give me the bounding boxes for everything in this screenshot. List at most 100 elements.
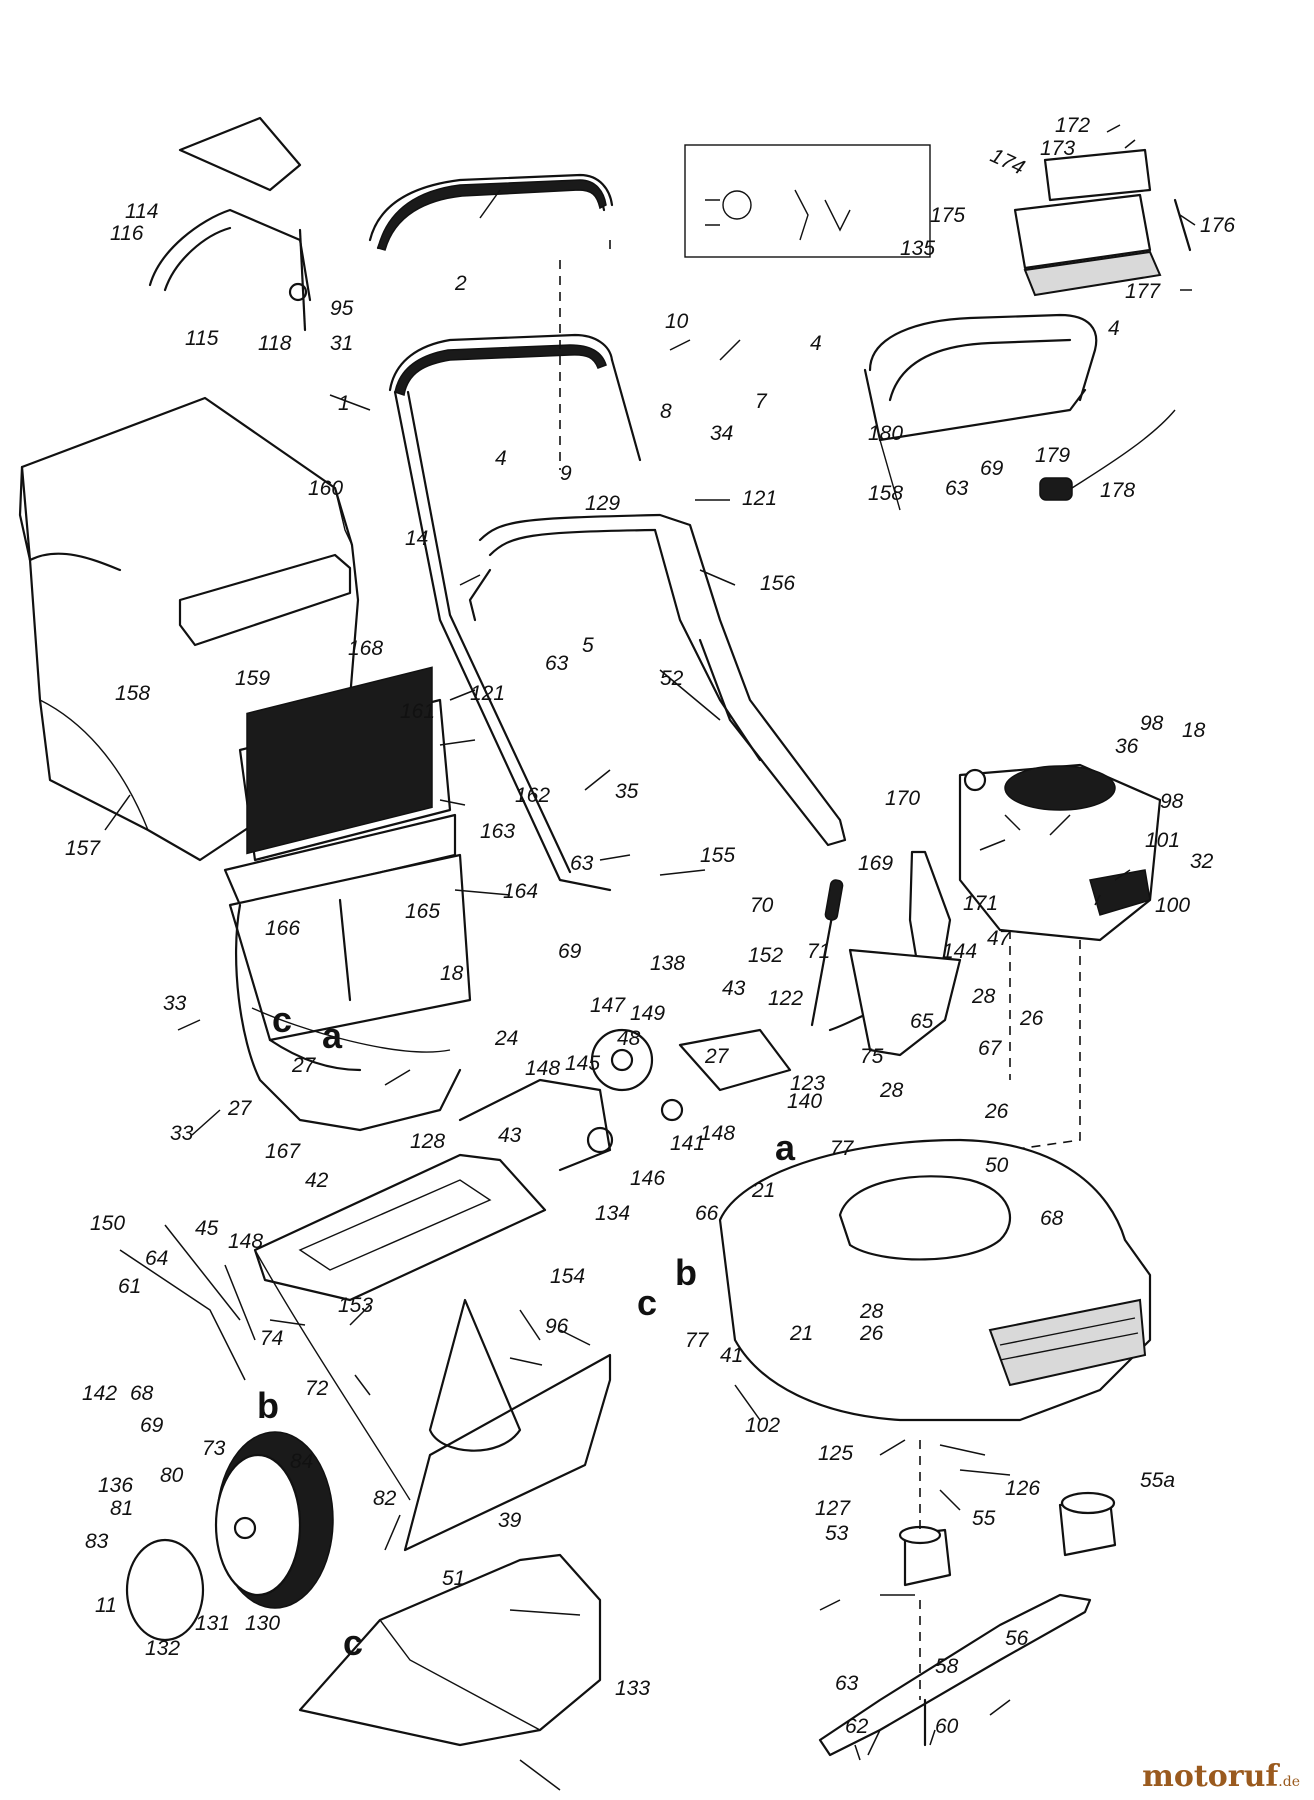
callout-158-top: 158: [868, 482, 903, 505]
callout-178: 178: [1100, 479, 1135, 502]
marker-c-top: c: [272, 999, 292, 1040]
callout-55: 55: [972, 1507, 996, 1530]
callout-77-top: 77: [830, 1137, 855, 1160]
callout-134: 134: [595, 1202, 630, 1225]
detail-inset-135: [684, 144, 931, 258]
engine: [939, 763, 1162, 1161]
section-markers: c a a b c b c: [257, 999, 796, 1663]
callout-176: 176: [1200, 214, 1235, 237]
callout-146: 146: [630, 1167, 665, 1190]
catcher-frame: [178, 553, 472, 1132]
callout-160: 160: [308, 477, 343, 500]
callout-77-left: 77: [685, 1329, 710, 1352]
callout-142: 142: [82, 1382, 117, 1405]
callout-138: 138: [650, 952, 685, 975]
callout-123: 123: [790, 1072, 825, 1095]
callout-14: 14: [405, 527, 428, 550]
marker-c-bottom: c: [343, 1622, 363, 1663]
callout-180: 180: [868, 422, 903, 445]
callout-52: 52: [660, 667, 684, 690]
callout-9: 9: [560, 462, 572, 485]
callout-21-mid: 21: [789, 1322, 813, 1345]
callout-72: 72: [305, 1377, 329, 1400]
callout-84: 84: [290, 1450, 313, 1473]
callout-66: 66: [695, 1202, 719, 1225]
callout-148-top: 148: [525, 1057, 560, 1080]
bracket-170: [848, 850, 962, 1057]
callout-62: 62: [845, 1715, 869, 1738]
mower-deck: [718, 1138, 1152, 1422]
callout-43-mid: 43: [498, 1124, 522, 1147]
callout-121-left: 121: [470, 682, 505, 705]
callout-33-bottom: 33: [170, 1122, 194, 1145]
marker-c-mid: c: [637, 1282, 657, 1323]
callout-165: 165: [405, 900, 440, 923]
leader-lines: [104, 124, 1196, 1791]
rear-wheel: [125, 1431, 334, 1642]
callout-18-top: 18: [1182, 719, 1206, 742]
callout-177: 177: [1125, 280, 1161, 303]
callout-4-top: 4: [810, 332, 822, 355]
callout-157: 157: [65, 837, 101, 860]
callout-21-top: 21: [751, 1179, 775, 1202]
site-watermark: motoruf.de: [1142, 1759, 1300, 1794]
callout-175: 175: [930, 204, 965, 227]
marker-b-left: b: [257, 1385, 279, 1426]
callout-171: 171: [963, 892, 998, 915]
callout-63-bottom: 63: [835, 1672, 859, 1695]
callout-156: 156: [760, 572, 795, 595]
watermark-domain: .de: [1278, 1774, 1300, 1790]
callout-149: 149: [630, 1002, 665, 1025]
callout-174: 174: [987, 144, 1028, 180]
callout-48: 48: [617, 1027, 641, 1050]
callout-10: 10: [665, 310, 689, 333]
callout-148-mid: 148: [700, 1122, 735, 1145]
callout-56: 56: [1005, 1627, 1029, 1650]
callout-158-left: 158: [115, 682, 150, 705]
callout-70: 70: [750, 894, 774, 917]
callout-167: 167: [265, 1140, 301, 1163]
callout-68-right: 68: [1040, 1207, 1064, 1230]
callout-71: 71: [807, 940, 830, 963]
callout-2: 2: [454, 272, 467, 295]
callout-labels: 172 173 174 175 176 177 114 116 115 118 …: [65, 114, 1235, 1738]
callout-126: 126: [1005, 1477, 1040, 1500]
callout-144: 144: [942, 940, 977, 963]
callout-153: 153: [338, 1294, 373, 1317]
electric-start-handle: [863, 148, 1192, 511]
callout-39: 39: [498, 1509, 522, 1532]
callout-74: 74: [260, 1327, 283, 1350]
callout-34: 34: [710, 422, 733, 445]
callout-42: 42: [305, 1169, 329, 1192]
callout-169: 169: [858, 852, 893, 875]
callout-43-top: 43: [722, 977, 746, 1000]
callout-135: 135: [900, 237, 935, 260]
callout-164: 164: [503, 880, 538, 903]
callout-154: 154: [550, 1265, 585, 1288]
callout-28-mid: 28: [879, 1079, 904, 1102]
marker-b-right: b: [675, 1252, 697, 1293]
callout-179: 179: [1035, 444, 1070, 467]
callout-27-lower: 27: [227, 1097, 253, 1120]
callout-28-top: 28: [971, 985, 996, 1008]
callout-80: 80: [160, 1464, 184, 1487]
callout-148-left: 148: [228, 1230, 263, 1253]
callout-173: 173: [1040, 137, 1075, 160]
callout-118: 118: [258, 332, 292, 355]
callout-4-right: 4: [1108, 317, 1120, 340]
callout-131: 131: [195, 1612, 230, 1635]
callout-32: 32: [1190, 850, 1214, 873]
callout-47: 47: [987, 927, 1012, 950]
callout-51: 51: [442, 1567, 465, 1590]
callout-31: 31: [330, 332, 353, 355]
callout-100: 100: [1155, 894, 1190, 917]
callout-166: 166: [265, 917, 300, 940]
callout-33-top: 33: [163, 992, 187, 1015]
callout-60: 60: [935, 1715, 959, 1738]
callout-24: 24: [494, 1027, 518, 1050]
rear-flap-chute: [253, 1153, 612, 1552]
callout-140: 140: [787, 1090, 822, 1113]
callout-128: 128: [410, 1130, 445, 1153]
callout-63-top: 63: [945, 477, 969, 500]
callout-130: 130: [245, 1612, 280, 1635]
